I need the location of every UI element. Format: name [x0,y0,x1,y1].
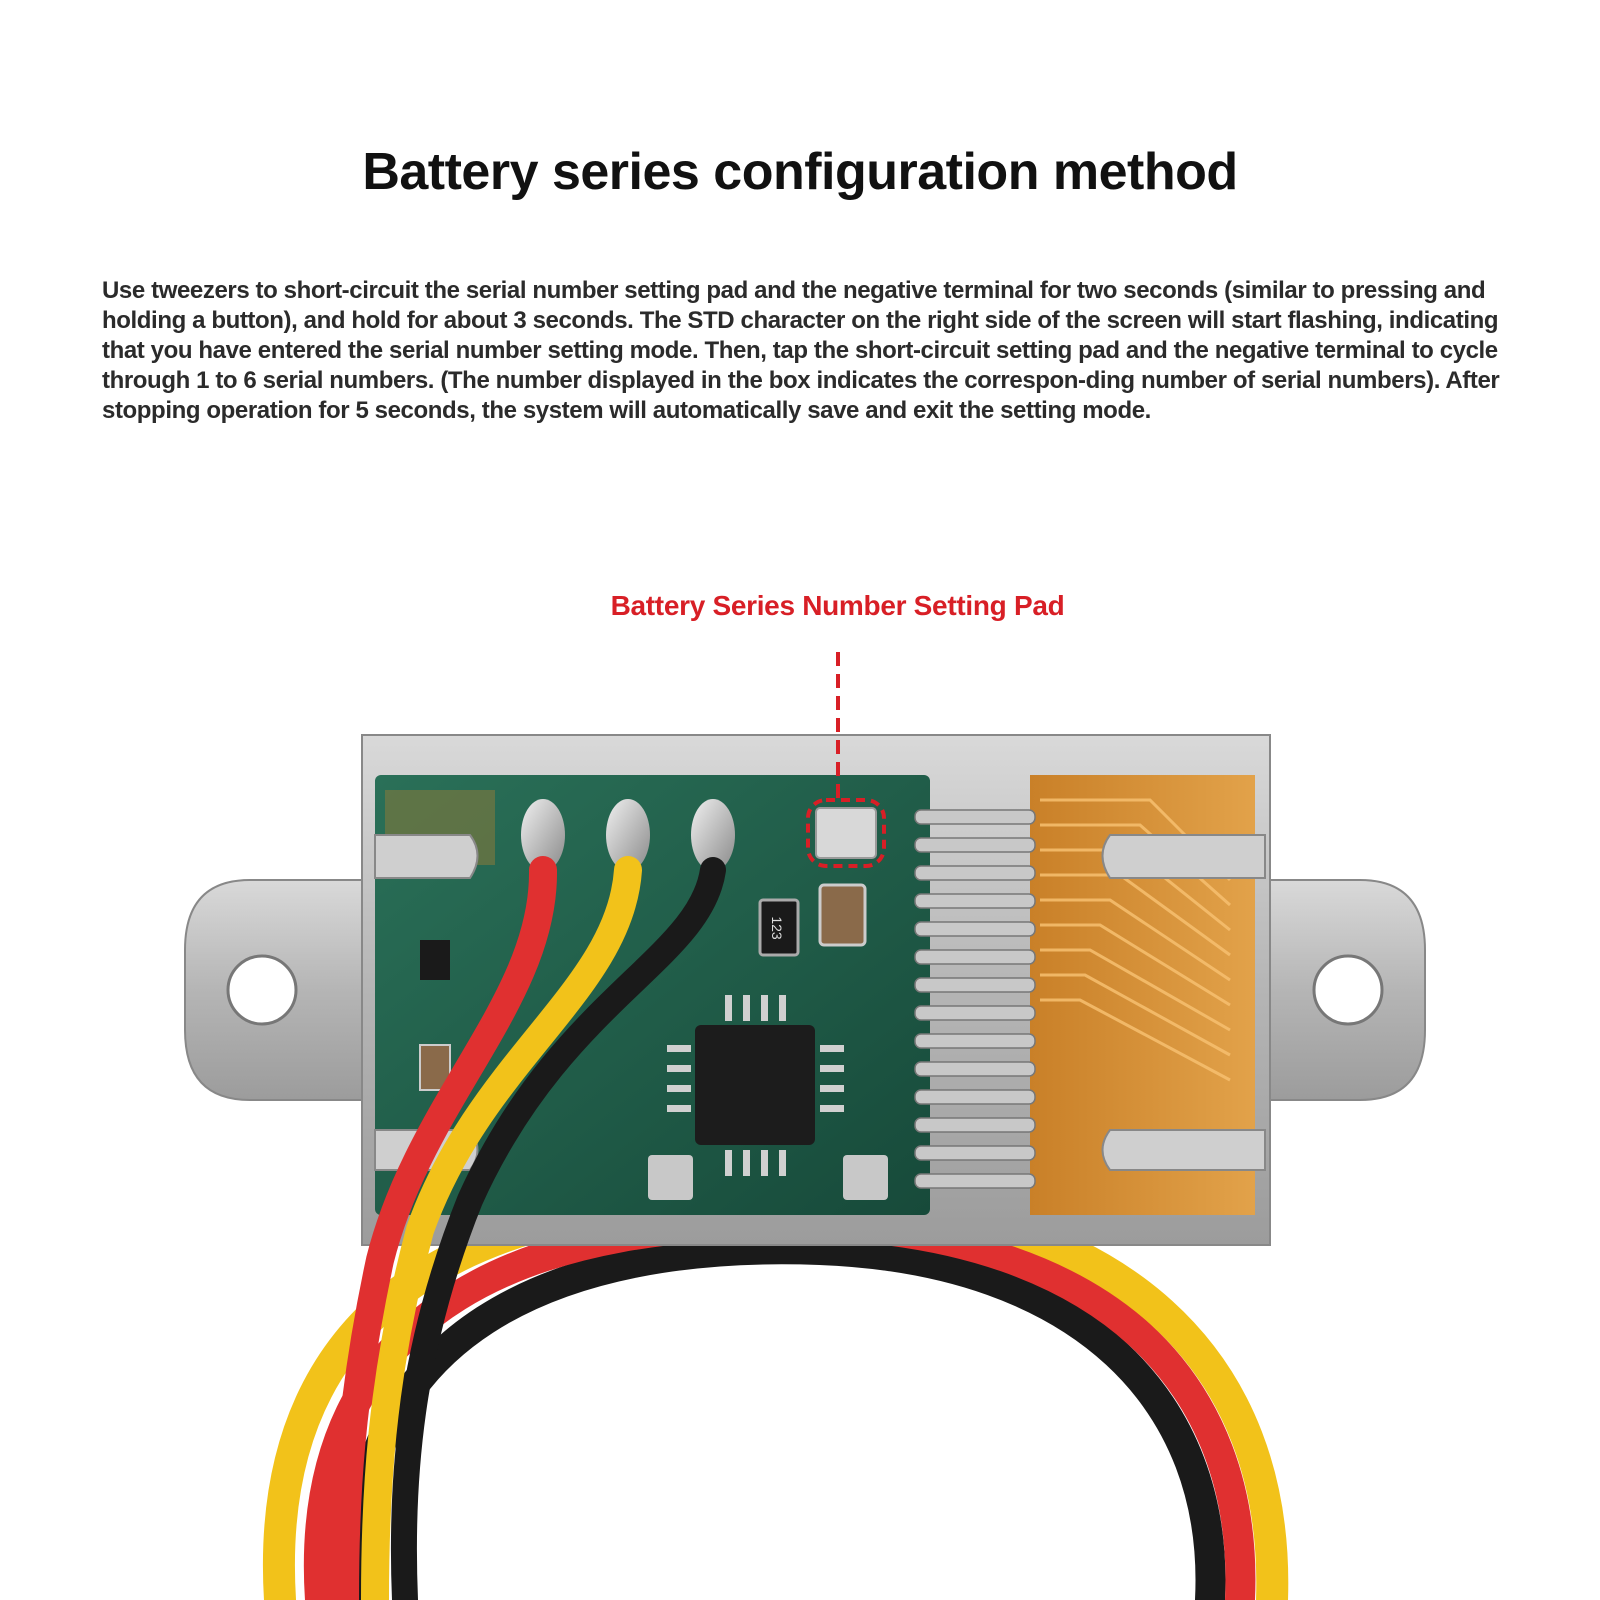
wires [331,856,726,1600]
mounting-hole-right [1312,954,1384,1026]
resistor [758,898,800,957]
ic-chip [667,995,844,1176]
solder-joints [521,799,735,871]
setting-pad-callout-label: Battery Series Number Setting Pad [610,590,1065,621]
test-pad-right [843,1155,888,1200]
setting-pad-highlight [806,798,886,868]
transistor [420,940,450,980]
page-title: Battery series configuration method [362,143,1238,201]
mounting-hole-left [226,954,298,1026]
series-setting-pad [815,807,877,859]
capacitor [818,883,867,947]
test-pad-left [648,1155,693,1200]
header-pins [914,809,1036,1189]
resistor-marking: 123 [769,916,785,940]
instructions-paragraph: Use tweezers to short-circuit the serial… [102,277,1500,424]
